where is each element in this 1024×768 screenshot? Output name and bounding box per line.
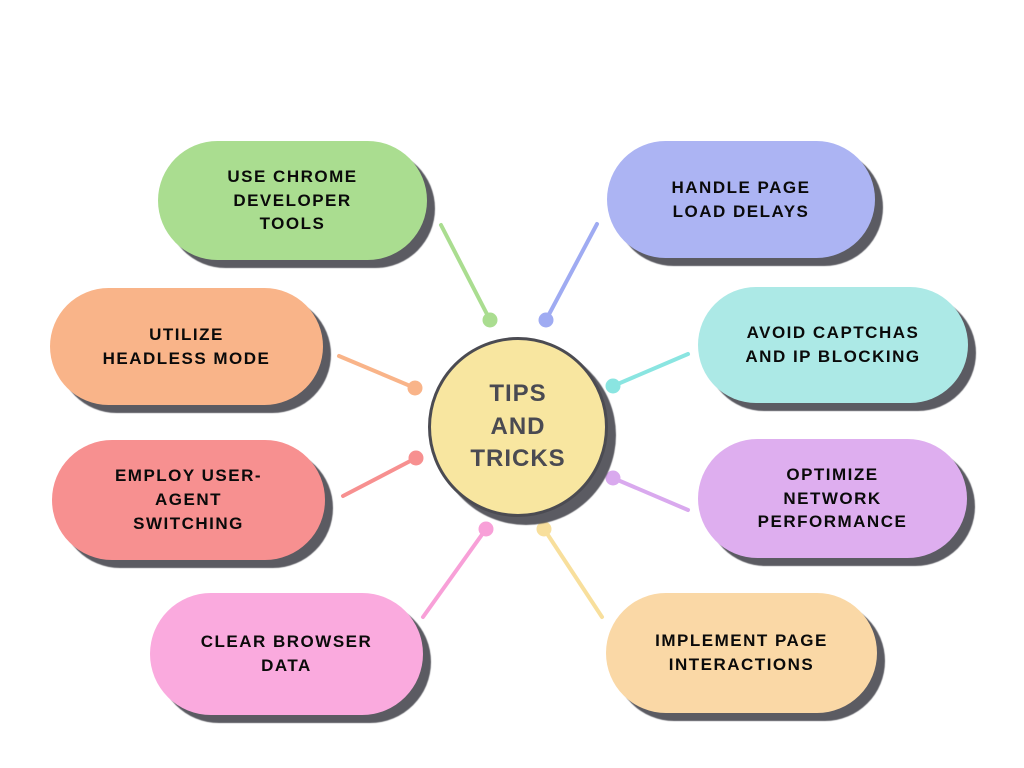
- node-label: OPTIMIZE NETWORK PERFORMANCE: [757, 464, 908, 532]
- node-label: HANDLE PAGE LOAD DELAYS: [671, 177, 811, 221]
- node-label: CLEAR BROWSER DATA: [200, 632, 373, 675]
- node-implement-page-interactions: IMPLEMENT PAGE INTERACTIONS: [606, 593, 877, 713]
- center-node-label: TIPS AND TRICKS: [470, 380, 566, 473]
- node-clear-browser-data: CLEAR BROWSER DATA: [150, 593, 423, 715]
- connector-dot-implement-page-interactions: [536, 521, 552, 537]
- connector-dot-avoid-captchas-and-ip-blocking: [605, 378, 621, 394]
- connector-line-avoid-captchas-and-ip-blocking: [611, 352, 690, 388]
- connector-line-use-chrome-developer-tools: [439, 223, 492, 322]
- node-label: IMPLEMENT PAGE INTERACTIONS: [655, 631, 828, 674]
- node-label: EMPLOY USER- AGENT SWITCHING: [114, 466, 263, 533]
- connector-dot-clear-browser-data: [478, 521, 494, 537]
- node-avoid-captchas-and-ip-blocking: AVOID CAPTCHAS AND IP BLOCKING: [698, 287, 968, 403]
- node-handle-page-load-delays: HANDLE PAGE LOAD DELAYS: [607, 141, 875, 258]
- node-label: AVOID CAPTCHAS AND IP BLOCKING: [745, 323, 921, 366]
- connector-dot-handle-page-load-delays: [538, 312, 554, 328]
- node-label: UTILIZE HEADLESS MODE: [102, 324, 271, 368]
- connector-line-utilize-headless-mode: [337, 354, 417, 390]
- node-employ-user-agent-switching: EMPLOY USER- AGENT SWITCHING: [52, 440, 325, 560]
- connector-line-implement-page-interactions: [542, 527, 604, 619]
- connector-line-clear-browser-data: [421, 527, 488, 619]
- connector-line-optimize-network-performance: [611, 476, 690, 512]
- connector-line-handle-page-load-delays: [544, 222, 599, 322]
- node-label: USE CHROME DEVELOPER TOOLS: [227, 166, 358, 234]
- center-node-tips-and-tricks: TIPS AND TRICKS: [428, 337, 608, 517]
- connector-dot-use-chrome-developer-tools: [482, 312, 498, 328]
- node-utilize-headless-mode: UTILIZE HEADLESS MODE: [50, 288, 323, 405]
- connector-dot-employ-user-agent-switching: [408, 450, 424, 466]
- connector-dot-optimize-network-performance: [605, 470, 621, 486]
- connector-line-employ-user-agent-switching: [341, 456, 418, 498]
- connector-dot-utilize-headless-mode: [407, 380, 423, 396]
- node-optimize-network-performance: OPTIMIZE NETWORK PERFORMANCE: [698, 439, 967, 558]
- node-use-chrome-developer-tools: USE CHROME DEVELOPER TOOLS: [158, 141, 427, 260]
